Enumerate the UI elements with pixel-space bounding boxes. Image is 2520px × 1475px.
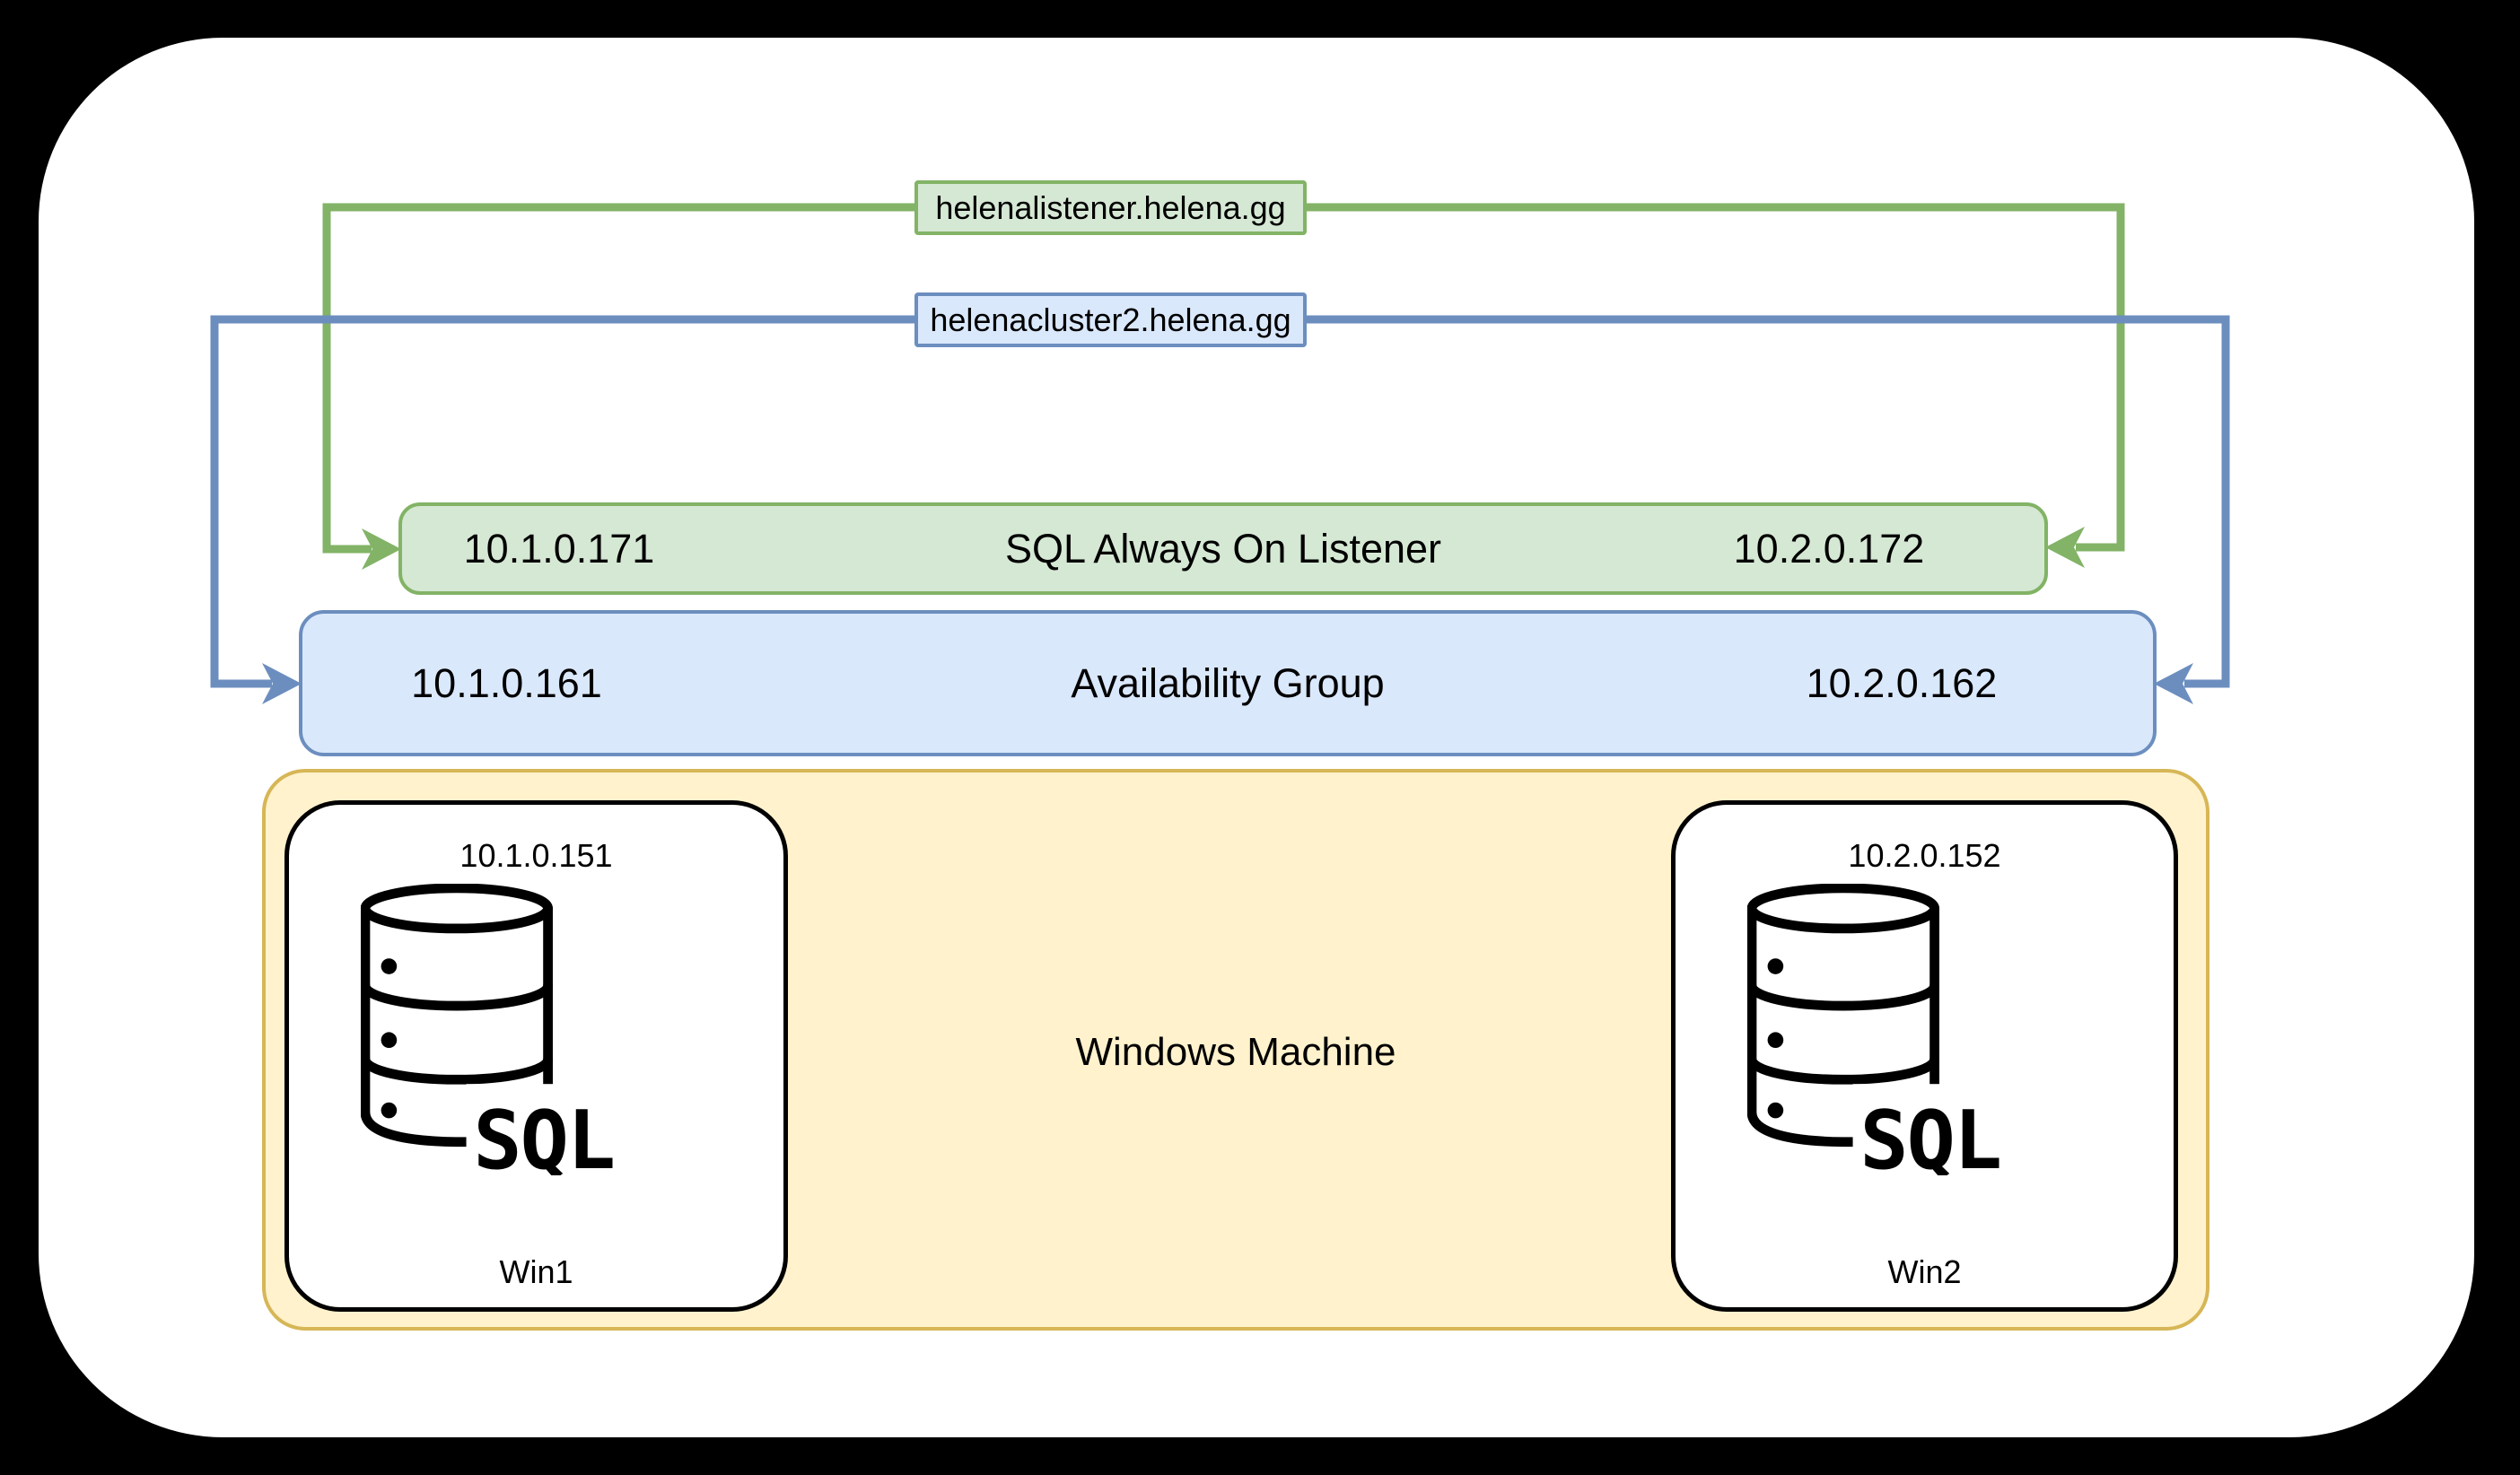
server-node-win1: 10.1.0.151 SQL Win1 (284, 800, 788, 1312)
ag-left-ip: 10.1.0.161 (411, 659, 602, 706)
win1-ip-label: 10.1.0.151 (459, 837, 613, 874)
listener-bar-title: SQL Always On Listener (1004, 525, 1442, 572)
server-node-win2: 10.2.0.152 SQL Win2 (1671, 800, 2178, 1312)
cluster-dns-label: helenacluster2.helena.gg (914, 292, 1307, 347)
sql-listener-bar: SQL Always On Listener 10.1.0.171 10.2.0… (398, 502, 2048, 595)
sql-icon-text: SQL (473, 1094, 614, 1175)
listener-right-ip: 10.2.0.172 (1733, 525, 1925, 572)
availability-group-bar: Availability Group 10.1.0.161 10.2.0.162 (299, 610, 2157, 756)
win1-name-label: Win1 (499, 1253, 573, 1290)
win2-ip-label: 10.2.0.152 (1848, 837, 2001, 874)
sql-database-icon: SQL (361, 884, 660, 1175)
win2-name-label: Win2 (1887, 1253, 1962, 1290)
sql-database-icon: SQL (1747, 884, 2046, 1175)
sql-icon-text: SQL (1859, 1094, 2000, 1175)
ag-right-ip: 10.2.0.162 (1806, 659, 1998, 706)
listener-left-ip: 10.1.0.171 (463, 525, 655, 572)
windows-machine-label: Windows Machine (1075, 1030, 1396, 1074)
availability-group-title: Availability Group (1071, 659, 1385, 706)
listener-dns-label: helenalistener.helena.gg (914, 180, 1307, 235)
